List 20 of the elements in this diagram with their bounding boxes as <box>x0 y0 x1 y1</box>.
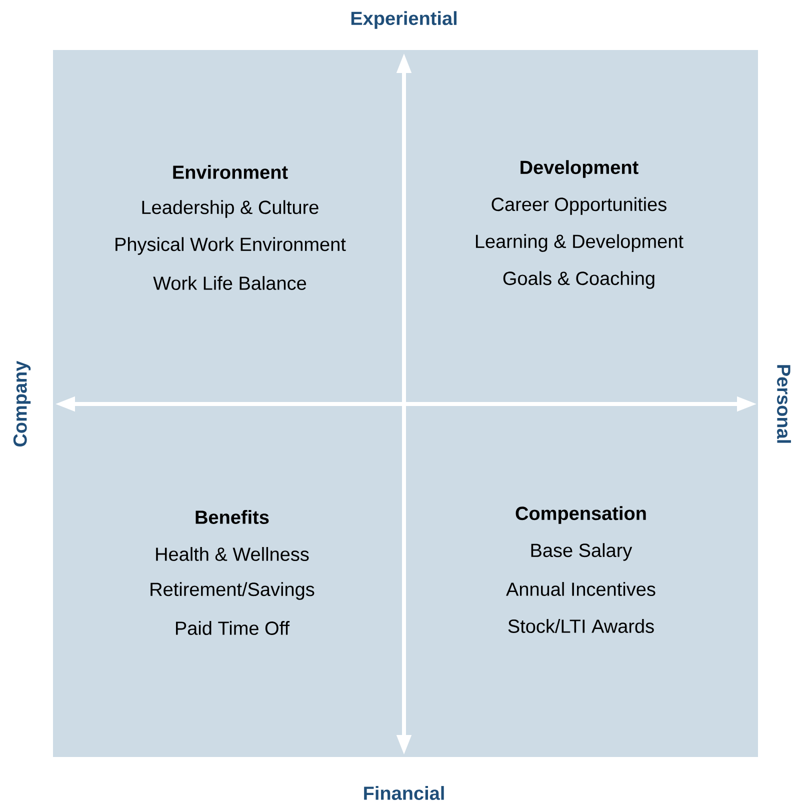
quadrant-item: Retirement/Savings <box>150 582 314 600</box>
axis-label: Financial <box>364 786 444 800</box>
quadrant-item: Physical Work Environment <box>116 237 346 255</box>
quadrant-item: Health & Wellness <box>156 547 309 561</box>
quadrant-item: Stock/LTI Awards <box>508 619 654 633</box>
axis-label: Experiential <box>351 11 456 29</box>
quadrant-item: Career Opportunities <box>492 197 666 215</box>
quadrant-heading: Compensation <box>516 506 646 524</box>
quadrant-item: Paid Time Off <box>176 621 290 635</box>
quadrant-item: Annual Incentives <box>506 582 656 596</box>
quadrant-item: Goals & Coaching <box>503 271 654 289</box>
quadrant-heading: Benefits <box>196 510 269 524</box>
axis-label: Personal <box>777 365 791 443</box>
quadrant-item: Base Salary <box>531 543 632 561</box>
axis-label: Company <box>13 360 31 446</box>
quadrant-item: Leadership & Culture <box>142 200 318 218</box>
quadrant-item: Work Life Balance <box>153 276 306 290</box>
quadrant-heading: Environment <box>173 165 288 179</box>
quadrant-item: Learning & Development <box>476 234 684 252</box>
quadrant-heading: Development <box>520 160 638 178</box>
